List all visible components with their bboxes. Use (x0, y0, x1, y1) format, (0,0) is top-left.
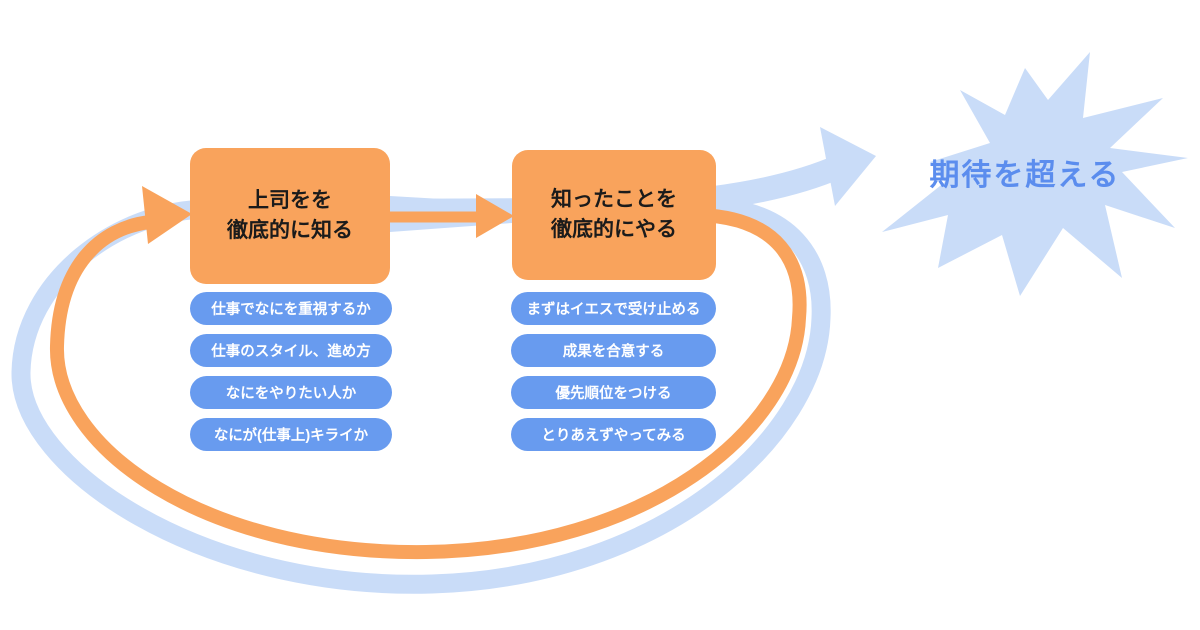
outcome-label: 期待を超える (929, 159, 1121, 192)
step1-item-pill: 仕事のスタイル、進め方 (190, 334, 392, 367)
orange-loop-arc (49, 208, 807, 560)
step2-item-pill: まずはイエスで受け止める (511, 292, 716, 325)
step2-item-pill: 成果を合意する (511, 334, 716, 367)
step1-item-pill: なにをやりたい人か (190, 376, 392, 409)
step-box-know-boss: 上司をを 徹底的に知る (190, 148, 390, 284)
step1-item-pill: 仕事でなにを重視するか (190, 292, 392, 325)
step-box-do-learned: 知ったことを 徹底的にやる (512, 150, 716, 280)
blue-outcome-arrow-shaft (712, 154, 845, 210)
outcome-burst-shape (882, 52, 1188, 296)
orange-connector-arrow-head-icon (476, 194, 514, 238)
step-title-line: 徹底的にやる (551, 218, 677, 241)
blue-loop-arc (11, 197, 831, 594)
step-title-line: 徹底的に知る (227, 219, 353, 242)
blue-outcome-arrow-head-icon (820, 127, 876, 206)
step-title-line: 上司をを (248, 189, 332, 212)
step1-item-pill: なにが(仕事上)キライか (190, 418, 392, 451)
step2-item-pill: とりあえずやってみる (511, 418, 716, 451)
orange-loop-arrow-head-icon (142, 186, 192, 244)
step-title-line: 知ったことを (551, 188, 677, 211)
step2-item-pill: 優先順位をつける (511, 376, 716, 409)
